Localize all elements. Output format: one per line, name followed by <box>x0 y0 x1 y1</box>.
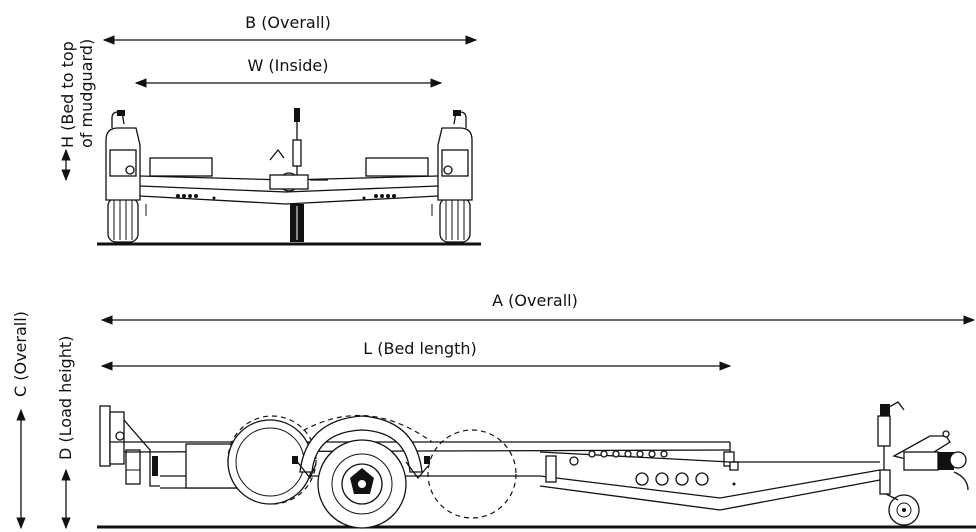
side-wheel-main <box>317 439 407 529</box>
label-overall-width: B (Overall) <box>245 13 331 32</box>
side-wheel-rear <box>227 419 313 505</box>
label-height-line2: of mudguard) <box>77 39 96 148</box>
front-view: B (Overall) W (Inside) H (Bed to top of … <box>58 13 481 246</box>
side-view: A (Overall) L (Bed length) C (Overall) D… <box>11 291 976 530</box>
front-chassis <box>139 157 439 216</box>
front-right-mudguard <box>437 110 473 201</box>
front-left-mudguard <box>105 110 141 201</box>
side-suspension <box>292 456 430 480</box>
side-drawbar <box>539 450 881 511</box>
front-left-wheel <box>107 197 139 243</box>
side-hitch-assembly <box>877 401 969 526</box>
label-bed-length: L (Bed length) <box>363 339 477 358</box>
label-overall-height: C (Overall) <box>11 311 30 397</box>
side-rear-frame <box>99 405 160 487</box>
label-inside-width: W (Inside) <box>247 56 328 75</box>
label-load-height: D (Load height) <box>56 336 75 460</box>
label-height-line1: H (Bed to top <box>58 41 77 148</box>
front-hitch-jockey <box>269 108 328 242</box>
label-overall-length: A (Overall) <box>492 291 578 310</box>
front-right-wheel <box>439 197 471 243</box>
side-mudguard <box>299 415 423 473</box>
